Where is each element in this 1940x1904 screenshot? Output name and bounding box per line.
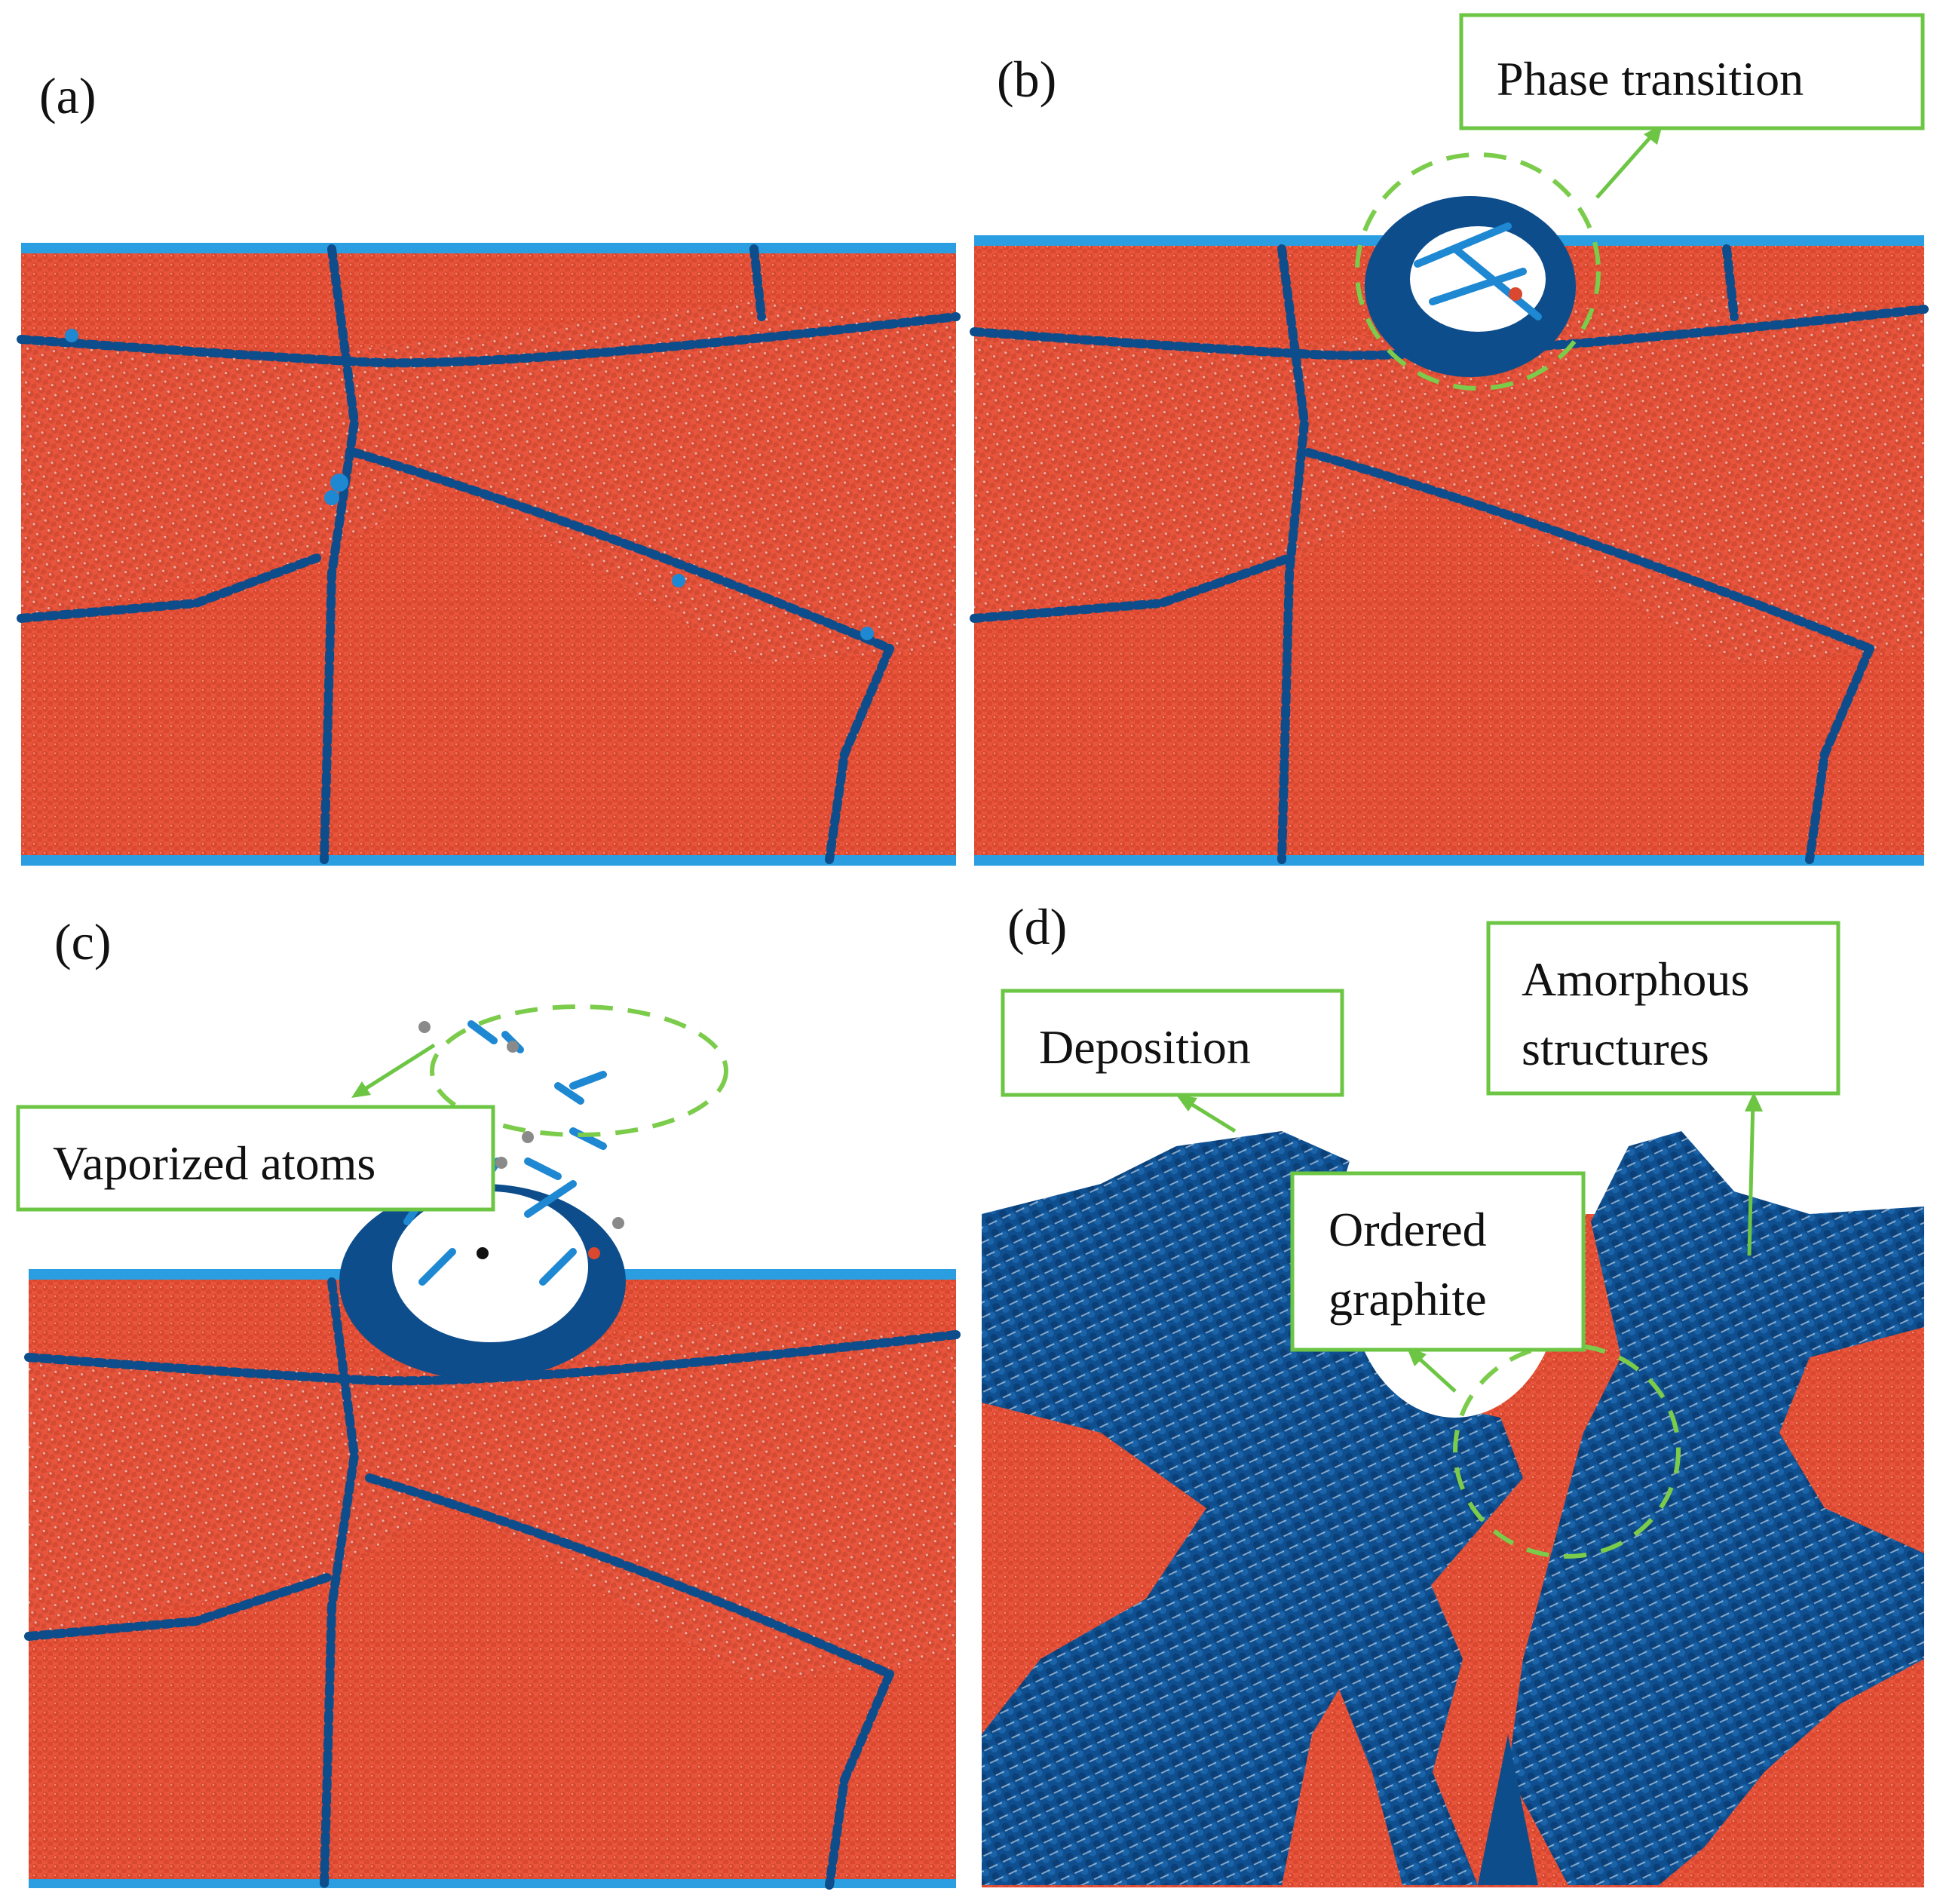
panel-b	[970, 124, 1929, 866]
panel-c	[24, 1004, 961, 1890]
panel-a-label: (a)	[39, 67, 96, 124]
panel-d-center-boundary	[1327, 1553, 1478, 1885]
panel-b-label: (b)	[997, 51, 1056, 108]
panel-d-center-peak	[1478, 1734, 1538, 1885]
panel-c-bottom-surface	[29, 1879, 956, 1888]
panel-a-light-defects	[65, 329, 874, 640]
deposition-label: Deposition	[1039, 1020, 1251, 1074]
phase-transition-box	[1459, 13, 1925, 130]
amorphous-structures-box	[1486, 921, 1840, 1096]
panel-d-amorphous-right	[1508, 1131, 1924, 1885]
panel-c-arrowhead	[351, 1081, 371, 1098]
panel-b-grain-boundaries	[970, 244, 1929, 864]
amorphous-label-line1: Amorphous	[1522, 952, 1749, 1006]
vaporized-atoms-label: Vaporized atoms	[53, 1136, 375, 1190]
panel-c-grain-boundaries	[24, 1277, 961, 1890]
panel-b-transition-circle	[1355, 152, 1601, 391]
amorphous-label-line2: structures	[1522, 1022, 1709, 1075]
panel-b-callout-arrow	[1595, 130, 1657, 199]
ordered-graphite-box	[1290, 1171, 1586, 1352]
panel-b-bottom-surface	[974, 855, 1924, 866]
panel-a	[17, 243, 961, 866]
ordered-graphite-line1: Ordered	[1329, 1203, 1487, 1256]
panel-d-amorphous-left	[982, 1131, 1523, 1885]
panel-c-label: (c)	[54, 913, 111, 970]
panel-b-upper-grain	[974, 294, 1924, 664]
phase-transition-label: Phase transition	[1497, 52, 1804, 106]
panel-a-upper-grain	[21, 302, 956, 664]
panel-d-arrowhead-deposition	[1176, 1095, 1197, 1111]
panel-a-grain-boundaries	[17, 244, 961, 864]
panel-a-top-surface	[21, 243, 956, 253]
vaporized-atoms-box	[16, 1105, 495, 1212]
panel-d	[982, 1092, 1924, 1887]
deposition-box	[1001, 989, 1344, 1097]
panel-a-bottom-surface	[21, 855, 956, 866]
panel-c-vapor-ellipse	[430, 1004, 728, 1137]
panel-d-label: (d)	[1007, 898, 1067, 955]
panel-b-melt-region	[1365, 196, 1576, 377]
panel-c-upper-grain	[29, 1320, 956, 1682]
panel-c-callout-arrow	[359, 1043, 436, 1094]
ordered-graphite-line2: graphite	[1329, 1272, 1487, 1326]
panel-d-arrowhead-amorphous	[1745, 1092, 1763, 1111]
